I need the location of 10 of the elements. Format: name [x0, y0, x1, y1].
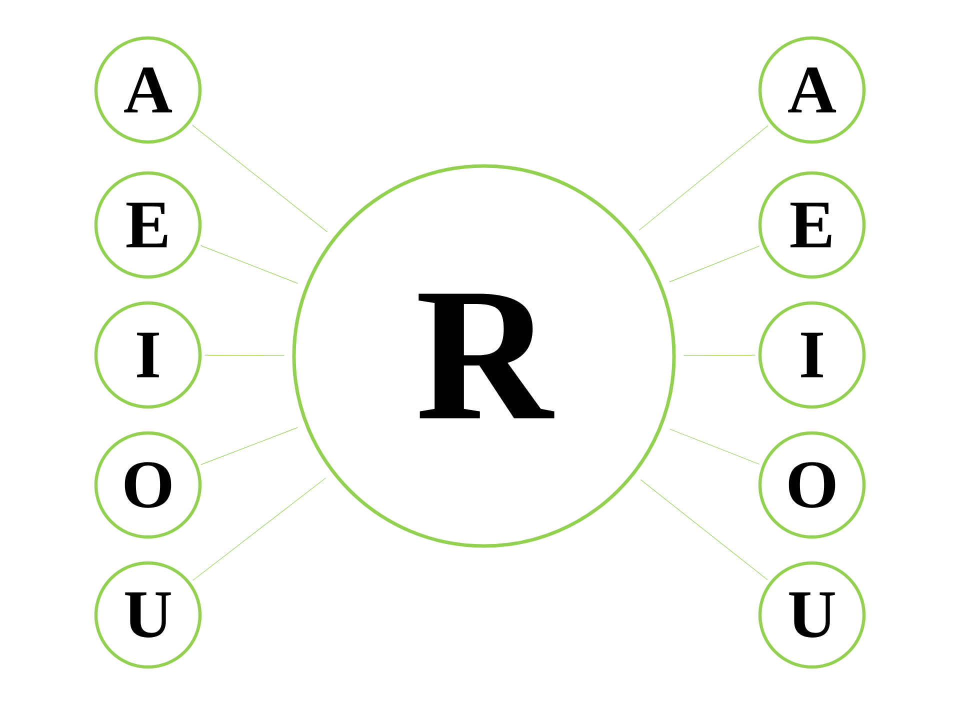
connector-line [200, 427, 298, 465]
connector-line [640, 479, 768, 580]
connector-line [638, 125, 768, 230]
connector-line [669, 246, 760, 282]
connector-line [204, 354, 285, 356]
connector-line [192, 478, 326, 581]
connector-line [670, 428, 760, 465]
connector-line [200, 245, 298, 284]
connector-line [683, 354, 756, 356]
connector-line [192, 124, 328, 232]
